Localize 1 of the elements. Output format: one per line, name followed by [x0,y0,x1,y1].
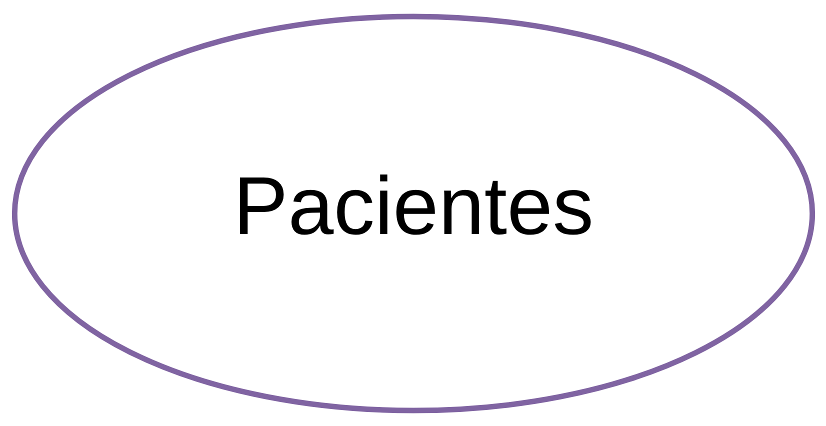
node-ellipse: Pacientes [11,13,815,413]
